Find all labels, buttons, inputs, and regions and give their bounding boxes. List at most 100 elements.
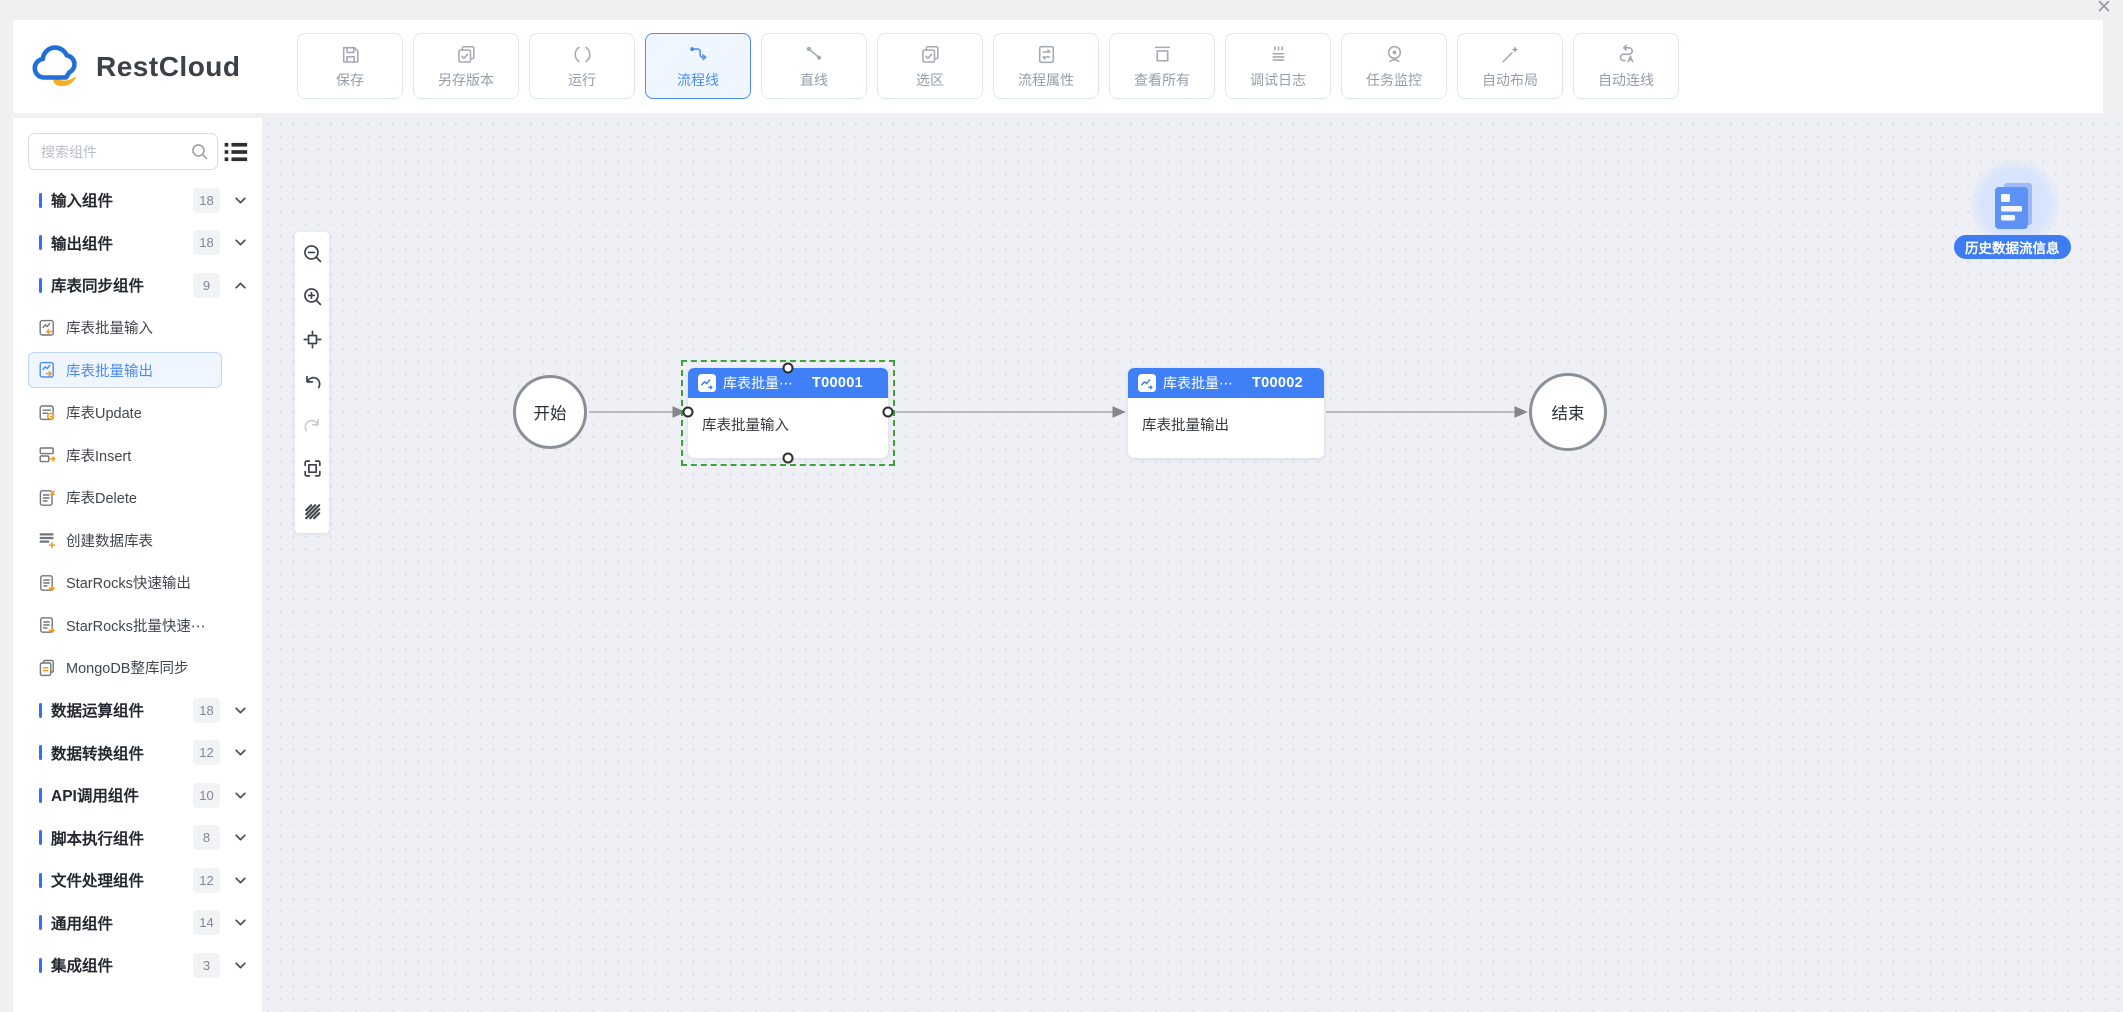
category-label: 文件处理组件 — [51, 873, 145, 891]
header-bar: RestCloud 保存另存版本运行 流程线直线 选区 流程属性 查看所有调试日志 任务监… — [13, 20, 2103, 113]
sidebar-category-file-process-components[interactable]: 文件处理组件 12 — [13, 859, 262, 902]
undo-icon — [302, 372, 323, 393]
auto-connect-icon — [1615, 43, 1638, 67]
toolbar-button-label: 调试日志 — [1250, 71, 1306, 88]
sidebar-item-table-update[interactable]: 库表Update — [13, 392, 262, 435]
category-accent-bar — [39, 872, 42, 888]
create-table-icon — [37, 530, 57, 550]
category-label: 脚本执行组件 — [51, 830, 145, 848]
brand: RestCloud — [30, 20, 241, 113]
toolbar-button-debug-log[interactable]: 调试日志 — [1225, 33, 1331, 99]
category-label: 库表同步组件 — [51, 278, 145, 296]
toolbar-button-flow-line[interactable]: 流程线 — [645, 33, 751, 99]
close-icon[interactable]: ✕ — [2096, 0, 2112, 18]
node-header: 库表批量⋯ T00002 — [1128, 368, 1324, 398]
table-delete-icon — [37, 488, 57, 508]
toolbar-button-label: 直线 — [800, 71, 828, 88]
toolbar-button-auto-layout[interactable]: 自动布局 — [1457, 33, 1563, 99]
table-batch-input-icon — [37, 318, 57, 338]
toolbar-button-save[interactable]: 保存 — [297, 33, 403, 99]
sidebar-item-table-batch-output[interactable]: 库表批量输出 — [13, 349, 262, 392]
toolbar-button-straight-line[interactable]: 直线 — [761, 33, 867, 99]
category-count-badge: 12 — [193, 867, 220, 893]
category-label: 数据转换组件 — [51, 745, 145, 763]
save-version-icon — [455, 43, 478, 67]
palette-button-redo[interactable] — [295, 404, 329, 447]
toolbar-button-label: 流程属性 — [1018, 71, 1074, 88]
sidebar-item-create-db-table[interactable]: 创建数据库表 — [13, 519, 262, 562]
palette-button-zoom-out[interactable] — [295, 232, 329, 275]
search-input[interactable] — [28, 133, 218, 170]
toolbar-button-run[interactable]: 运行 — [529, 33, 635, 99]
toolbar-button-label: 运行 — [568, 71, 596, 88]
connection-handle-left[interactable] — [682, 406, 694, 418]
toolbar-button-task-monitor[interactable]: 任务监控 — [1341, 33, 1447, 99]
connection-handle-bottom[interactable] — [782, 452, 794, 464]
end-node[interactable]: 结束 — [1529, 373, 1607, 451]
sidebar-category-table-sync-components[interactable]: 库表同步组件 9 — [13, 264, 262, 307]
connection-handle-top[interactable] — [782, 362, 794, 374]
start-node[interactable]: 开始 — [513, 375, 587, 449]
palette-button-fit-screen[interactable] — [295, 447, 329, 490]
flow-node-T00002[interactable]: 库表批量⋯ T00002 库表批量输出 — [1128, 368, 1324, 458]
sidebar-item-table-batch-input[interactable]: 库表批量输入 — [13, 307, 262, 350]
sidebar-item-table-insert[interactable]: 库表Insert — [13, 434, 262, 477]
history-dataflow-icon — [1988, 181, 2044, 235]
canvas-palette — [295, 232, 329, 533]
toolbar-button-label: 选区 — [916, 71, 944, 88]
zoom-in-icon — [302, 286, 323, 307]
sidebar-item-mongodb-db-sync[interactable]: MongoDB整库同步 — [13, 647, 262, 690]
flow-node-T00001[interactable]: 库表批量⋯ T00001 库表批量输入 — [688, 368, 888, 458]
category-accent-bar — [39, 192, 42, 208]
toolbar-button-label: 任务监控 — [1366, 71, 1422, 88]
component-item-label: StarRocks快速输出 — [66, 576, 191, 593]
category-accent-bar — [39, 702, 42, 718]
toolbar-button-region-select[interactable]: 选区 — [877, 33, 983, 99]
chevron-down-icon — [233, 915, 248, 930]
chevron-down-icon — [233, 193, 248, 208]
category-count-badge: 10 — [193, 782, 220, 808]
toolbar-button-save-version[interactable]: 另存版本 — [413, 33, 519, 99]
category-count-badge: 9 — [193, 272, 220, 298]
starrocks-output-icon — [37, 573, 57, 593]
straight-line-icon — [803, 43, 826, 67]
view-all-icon — [1151, 43, 1174, 67]
category-label: 数据运算组件 — [51, 703, 145, 721]
palette-button-focus-region[interactable] — [295, 318, 329, 361]
table-insert-icon — [37, 445, 57, 465]
palette-button-hatch[interactable] — [295, 490, 329, 533]
toolbar-button-view-all[interactable]: 查看所有 — [1109, 33, 1215, 99]
task-monitor-icon — [1383, 43, 1406, 67]
table-batch-output-icon — [37, 360, 57, 380]
sidebar-item-starrocks-fast-output[interactable]: StarRocks快速输出 — [13, 562, 262, 605]
palette-button-zoom-in[interactable] — [295, 275, 329, 318]
category-accent-bar — [39, 235, 42, 251]
toolbar-button-flow-props[interactable]: 流程属性 — [993, 33, 1099, 99]
toolbar-button-auto-connect[interactable]: 自动连线 — [1573, 33, 1679, 99]
category-label: 集成组件 — [51, 958, 114, 976]
component-item-label: 库表Insert — [66, 448, 132, 465]
sidebar-item-starrocks-batch-fast[interactable]: StarRocks批量快速⋯ — [13, 604, 262, 647]
connection-handle-right[interactable] — [882, 406, 894, 418]
sidebar-item-table-delete[interactable]: 库表Delete — [13, 477, 262, 520]
palette-button-undo[interactable] — [295, 361, 329, 404]
flow-line-icon — [687, 43, 710, 67]
flow-canvas[interactable]: 开始 库表批量⋯ T00001 库表批量输入 — [262, 118, 2123, 1012]
history-dataflow-widget[interactable]: 历史数据流信息 — [1947, 156, 2087, 266]
list-view-toggle-icon[interactable] — [223, 139, 249, 165]
toolbar-button-label: 自动布局 — [1482, 71, 1538, 88]
flow-props-icon — [1035, 43, 1058, 67]
starrocks-output-icon — [37, 615, 57, 635]
component-item-label: 创建数据库表 — [66, 533, 153, 550]
category-count-badge: 14 — [193, 910, 220, 936]
mongodb-sync-icon — [37, 658, 57, 678]
